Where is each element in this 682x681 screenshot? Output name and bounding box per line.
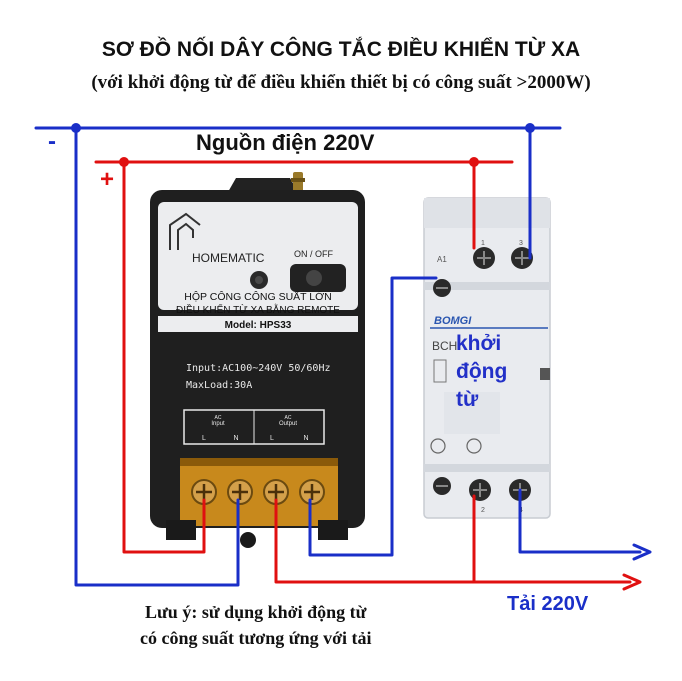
remote-brand: HOMEMATIC [192, 251, 265, 265]
contactor-model-prefix: BCH [432, 339, 457, 353]
led-indicator-lens [255, 276, 263, 284]
live-load-arrow-icon [622, 573, 642, 591]
live-wire-to-load [472, 494, 632, 584]
neutral-polarity-label: - [48, 128, 56, 155]
contactor-name-line-1: khởi [456, 332, 502, 355]
contactor-name-line-3: từ [456, 388, 479, 411]
neutral-junction-dot [71, 123, 81, 133]
terminal-screw[interactable] [299, 479, 325, 505]
contactor-terminal-1-label: 1 [481, 240, 485, 247]
power-button-label: ON / OFF [294, 249, 333, 259]
power-source-label: Nguồn điện 220V [196, 130, 375, 155]
terminal-input-l: L [202, 435, 206, 442]
homematic-logo-icon [169, 212, 201, 250]
terminal-block [180, 458, 338, 526]
contactor-terminal-screw-3[interactable] [511, 247, 533, 269]
remote-name-line-2: ĐIỀU KHỂN TỪ XA BẰNG REMOTE [176, 303, 340, 316]
neutral-wire-to-contactor-coil [308, 276, 438, 557]
terminal-output-ac: AC [285, 415, 292, 421]
contactor-terminal-3-label: 3 [519, 240, 523, 247]
contactor-divider-top [424, 282, 550, 290]
contactor-name-line-2: động [456, 360, 508, 383]
contactor-terminal-2-label: 2 [481, 507, 485, 514]
neutral-wire-to-remote-input [74, 126, 240, 587]
terminal-input-label: Input [211, 421, 225, 427]
power-button-knob [306, 270, 322, 286]
contactor-brand: BOMGI [434, 315, 472, 327]
remote-max-load: MaxLoad:30A [186, 380, 252, 391]
neutral-wire-to-load [518, 488, 642, 554]
mounting-hole [240, 532, 256, 548]
live-wire-remote-output [274, 498, 476, 584]
terminal-input-ac: AC [215, 415, 222, 421]
note-line-1: Lưu ý: sử dụng khởi động từ [145, 602, 367, 622]
remote-name-line-1: HỘP CÔNG CÔNG SUẤT LỚN [184, 290, 331, 303]
neutral-load-arrow-icon [632, 543, 652, 561]
antenna-ring [291, 178, 305, 182]
remote-switch: HOMEMATIC ON / OFF HỘP CÔNG CÔNG SUẤT LỚ… [150, 172, 365, 548]
diagram-subtitle: (với khởi động từ để điều khiển thiết bị… [91, 72, 591, 93]
neutral-junction-dot [525, 123, 535, 133]
note-line-2: có công suất tương ứng với tải [140, 628, 372, 648]
contactor-symbol-box [433, 359, 447, 383]
remote-switch-top-bump [228, 178, 298, 192]
contactor-indicator-window [540, 368, 550, 380]
diagram-title: SƠ ĐỒ NỐI DÂY CÔNG TẮC ĐIỀU KHIỂN TỪ XA [101, 38, 581, 61]
mounting-foot-right [318, 520, 348, 540]
certification-mark-icon [466, 438, 482, 454]
remote-input-spec: Input:AC100~240V 50/60Hz [186, 363, 331, 374]
load-label: Tải 220V [507, 593, 589, 615]
terminal-screw[interactable] [227, 479, 253, 505]
contactor-divider-bottom [424, 464, 550, 472]
terminal-block-top [180, 458, 338, 466]
terminal-output-l: L [270, 435, 274, 442]
contactor-terminal-screw-2[interactable] [469, 479, 491, 501]
contactor-coil-label: A1 [437, 255, 447, 264]
terminal-output-n: N [303, 435, 308, 442]
live-polarity-label: + [100, 166, 115, 193]
live-junction-dot [469, 157, 479, 167]
mounting-foot-left [166, 520, 196, 540]
contactor-terminal-screw-1[interactable] [473, 247, 495, 269]
live-wire-to-remote-input [122, 160, 206, 554]
contactor-terminal-screw-a1[interactable] [433, 279, 451, 297]
remote-model: Model: HPS33 [225, 320, 292, 331]
terminal-screw[interactable] [263, 479, 289, 505]
ccc-mark-icon [430, 438, 446, 454]
terminal-output-label: Output [279, 421, 297, 427]
contactor-spec-panel [444, 392, 500, 434]
live-junction-dot [119, 157, 129, 167]
contactor-terminal-screw-a2[interactable] [433, 477, 451, 495]
terminal-input-n: N [233, 435, 238, 442]
remote-model-strip [158, 316, 358, 332]
